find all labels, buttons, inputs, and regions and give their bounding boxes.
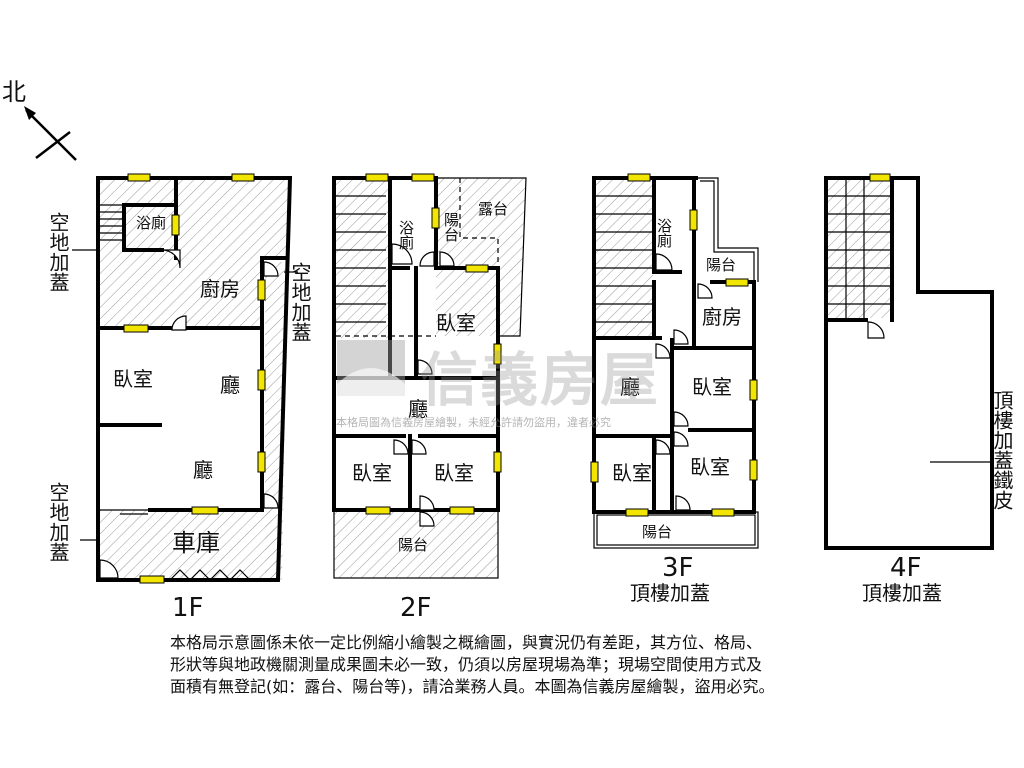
1f-bath-label: 浴廁 xyxy=(136,214,166,232)
1f-note-right: 空地加蓋 xyxy=(288,262,312,342)
3f-bath-label: 浴廁 xyxy=(655,218,673,249)
1f-note-left-top: 空地加蓋 xyxy=(46,212,70,292)
watermark-note: 本格局圖為信義房屋繪製，未經允許請勿盜用，違者必究 xyxy=(336,416,611,429)
2f-bedroom-left-label: 臥室 xyxy=(352,461,392,485)
1f-garage-label: 車庫 xyxy=(172,529,220,557)
3f-kitchen-label: 廚房 xyxy=(702,305,742,329)
3f-stairs xyxy=(596,195,652,323)
3f-sublabel: 頂樓加蓋 xyxy=(630,581,710,605)
4f-stairs xyxy=(828,180,890,318)
1f-floor-label: 1F xyxy=(172,593,204,623)
floor-3f: 浴廁 陽台 廚房 廳 臥室 臥室 臥室 陽台 3F 頂樓加蓋 xyxy=(590,173,759,605)
disclaimer-line-2: 形狀等與地政機關測量成果圖未必一致，仍須以房屋現場為準；現場空間使用方式及 xyxy=(170,655,763,674)
3f-balcony-label: 陽台 xyxy=(642,523,672,541)
3f-bedroom-left-label: 臥室 xyxy=(612,461,652,485)
2f-hall-label: 廳 xyxy=(408,397,428,421)
3f-bedroom-mid-label: 臥室 xyxy=(692,375,732,399)
watermark-brand: 信義房屋 xyxy=(420,346,661,414)
compass-arrow-icon xyxy=(25,109,77,161)
2f-floor-label: 2F xyxy=(400,593,432,623)
3f-bedroom-right-label: 臥室 xyxy=(690,455,730,479)
2f-balcony-small-label: 陽台 xyxy=(442,212,460,242)
4f-sublabel: 頂樓加蓋 xyxy=(862,581,942,605)
floor-1f: 浴廁 廚房 臥室 廳 廳 車庫 1F 空地加蓋 空地加蓋 空地加蓋 xyxy=(46,173,312,623)
2f-bedroom-right-label: 臥室 xyxy=(434,461,474,485)
2f-balcony-label: 陽台 xyxy=(398,536,428,554)
2f-stairs xyxy=(336,195,386,323)
2f-bedroom-top-label: 臥室 xyxy=(436,311,476,335)
north-compass: 北 xyxy=(2,78,77,161)
floor-4f: 頂樓加蓋鐵皮 4F 頂樓加蓋 xyxy=(824,173,1014,605)
3f-floor-label: 3F xyxy=(662,553,694,583)
1f-kitchen-label: 廚房 xyxy=(200,277,240,301)
1f-bedroom-label: 臥室 xyxy=(113,367,153,391)
1f-hall-upper-label: 廳 xyxy=(220,373,240,397)
1f-note-left-bottom: 空地加蓋 xyxy=(46,482,70,562)
4f-side-note: 頂樓加蓋鐵皮 xyxy=(990,390,1014,510)
1f-hall-lower-label: 廳 xyxy=(193,458,213,482)
disclaimer-text: 本格局示意圖係未依一定比例縮小繪製之概繪圖，與實況仍有差距，其方位、格局、 形狀… xyxy=(170,632,870,698)
compass-north-label: 北 xyxy=(2,78,26,106)
3f-balcony-small-label: 陽台 xyxy=(706,256,736,274)
disclaimer-line-1: 本格局示意圖係未依一定比例縮小繪製之概繪圖，與實況仍有差距，其方位、格局、 xyxy=(170,633,763,652)
1f-stairs xyxy=(100,204,122,241)
3f-hall-label: 廳 xyxy=(620,375,640,399)
2f-terrace-label: 露台 xyxy=(478,200,508,218)
floor-2f: 浴廁 陽台 露台 臥室 廳 臥室 臥室 陽台 2F xyxy=(332,173,527,623)
disclaimer-line-3: 面積有無登記(如：露台、陽台等)，請洽業務人員。本圖為信義房屋繪製，盜用必究。 xyxy=(170,677,775,696)
4f-floor-label: 4F xyxy=(890,553,922,583)
2f-bath-label: 浴廁 xyxy=(397,220,415,251)
brand-logo-icon xyxy=(337,340,405,396)
